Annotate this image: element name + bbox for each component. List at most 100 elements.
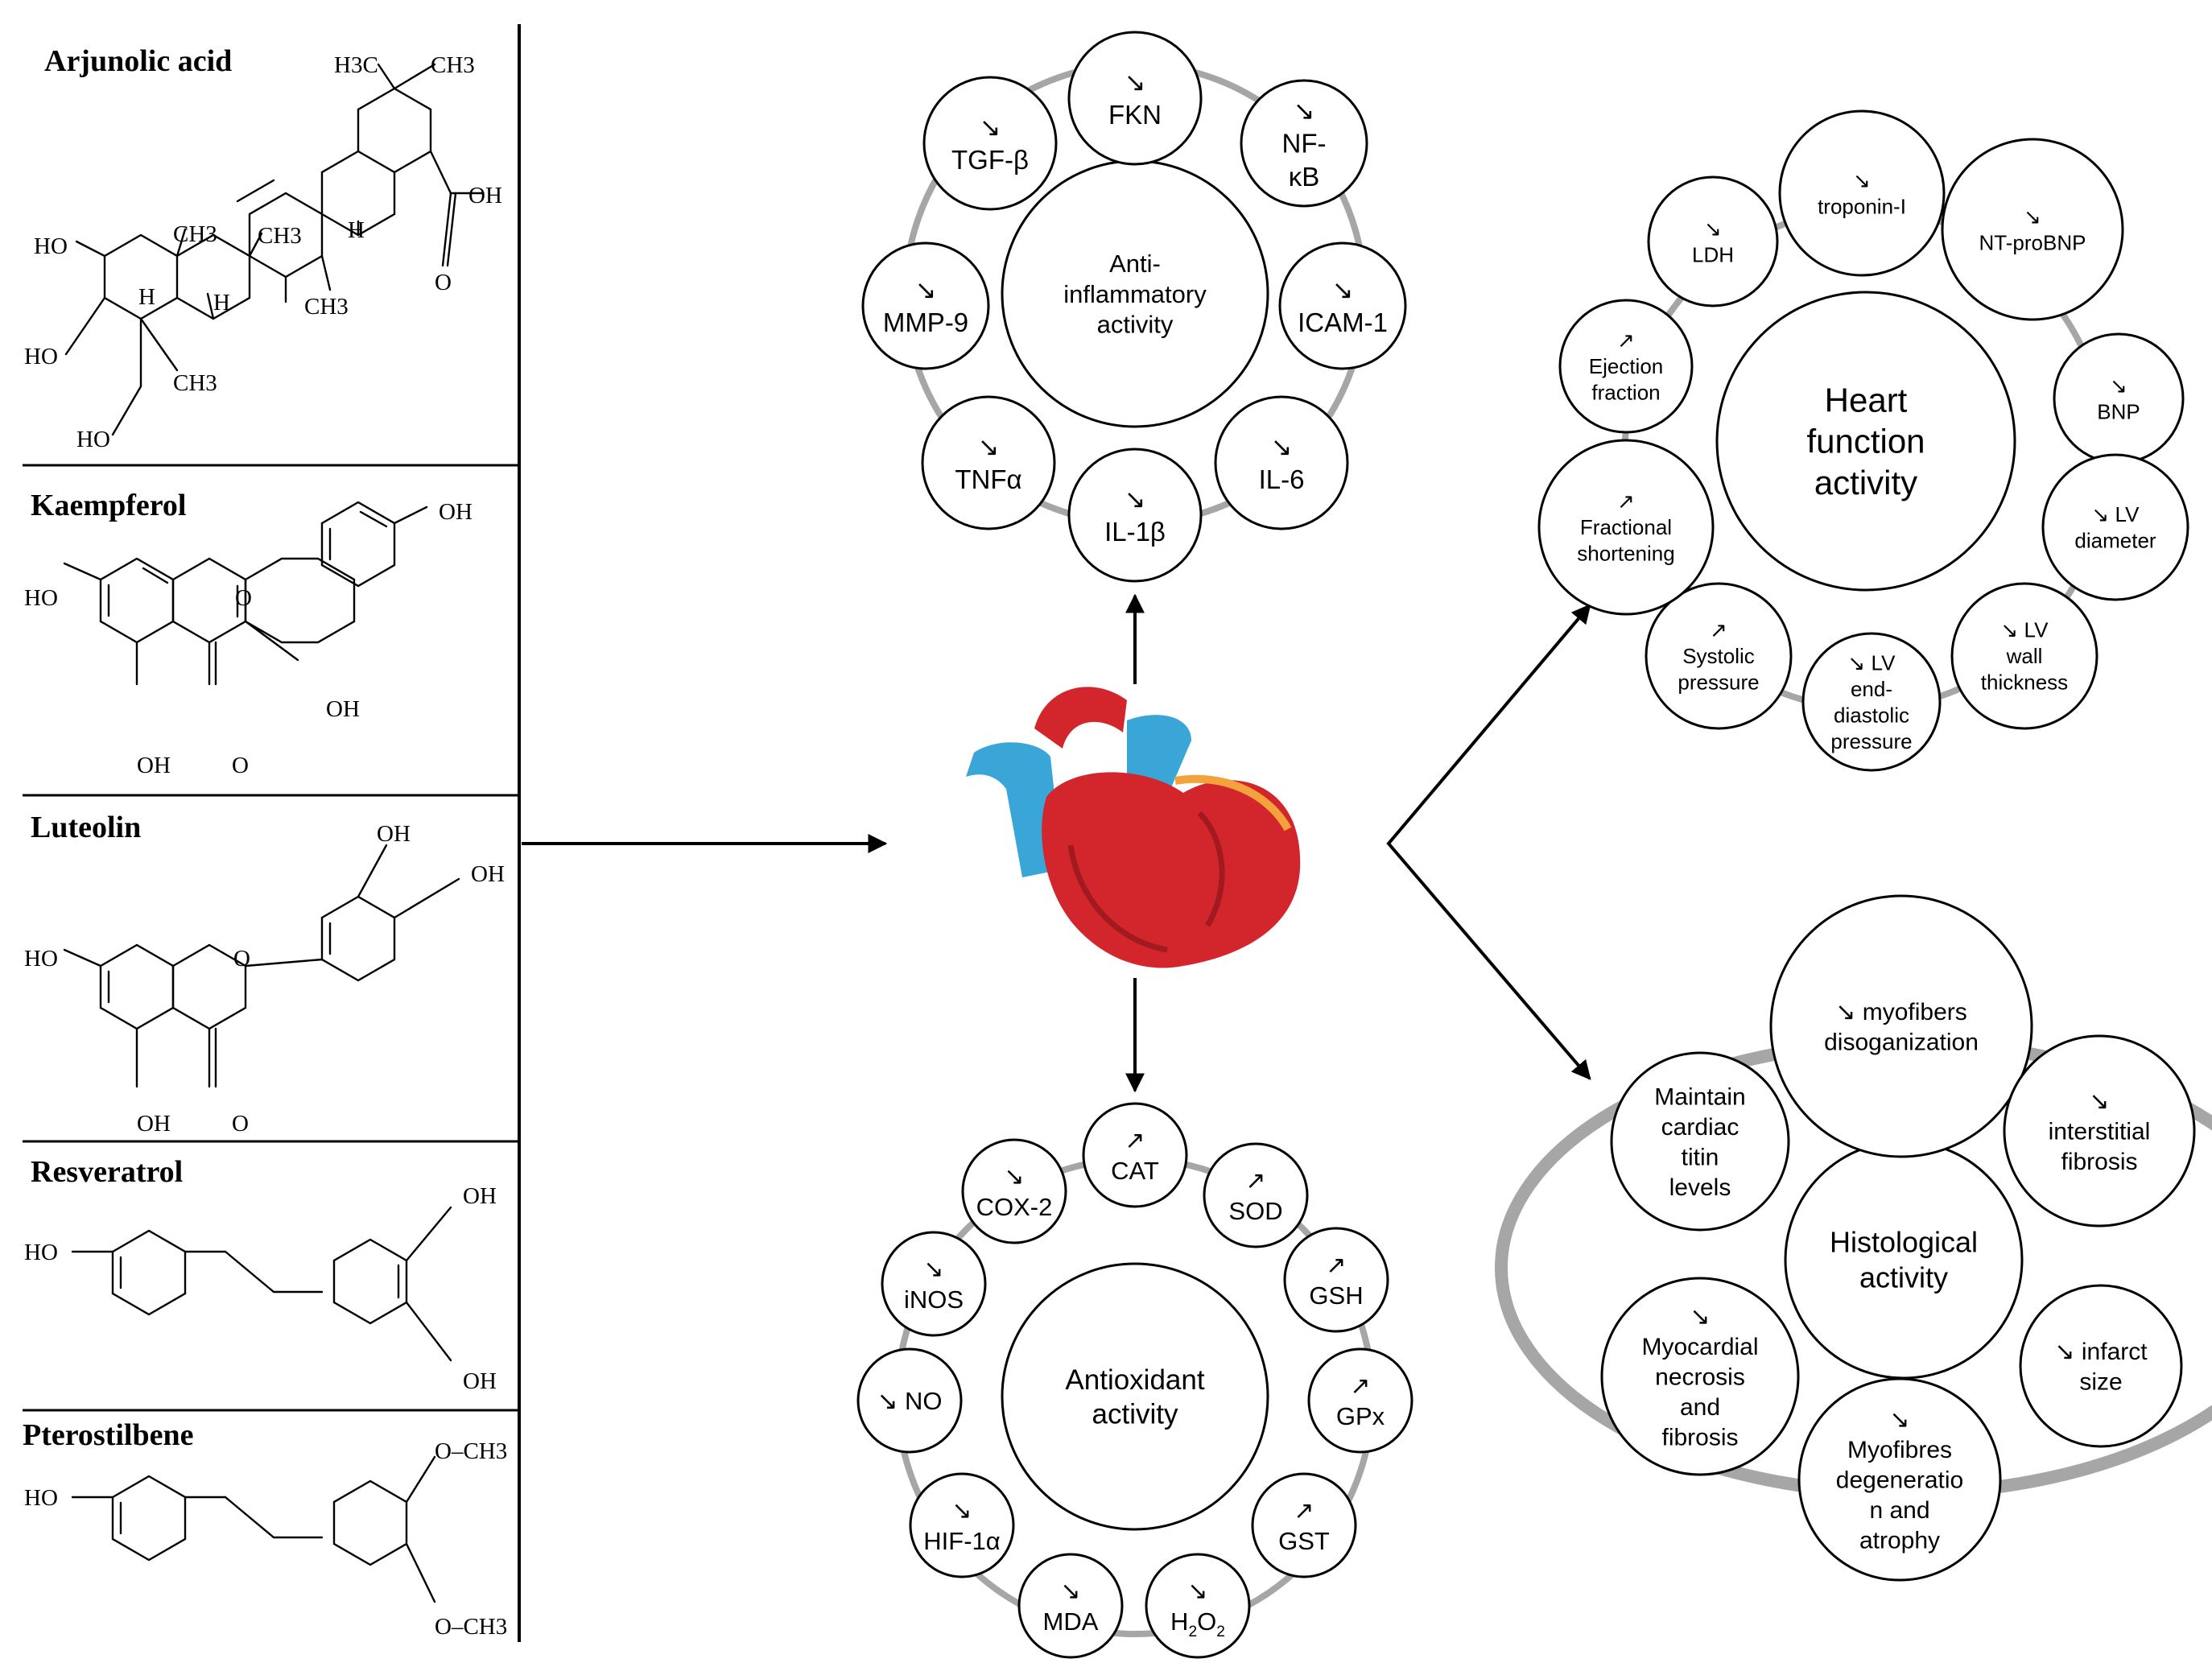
- compound-luteolin: Luteolin OH OH HO O OH O: [24, 811, 505, 1137]
- coronary-vessel: [1174, 774, 1292, 831]
- node-label: BNP: [2097, 399, 2140, 423]
- compound-arjunolic-acid: Arjunolic acid: [24, 44, 502, 452]
- arrow-down-icon: ↘: [2089, 1087, 2109, 1116]
- arrow-down-icon: ↘: [1187, 1577, 1207, 1605]
- node-label: degeneratio: [1836, 1467, 1963, 1494]
- atom-label: CH3: [173, 370, 217, 396]
- node-label: FKN: [1108, 100, 1162, 130]
- node-nt-probnp: ↘NT-proBNP: [1941, 138, 2124, 321]
- node-il-6: ↘IL-6: [1214, 395, 1349, 530]
- node-label: fibrosis: [2061, 1149, 2137, 1175]
- atom-label: O–CH3: [435, 1614, 507, 1640]
- atom-label: CH3: [304, 294, 349, 320]
- node-fkn: ↘FKN: [1067, 31, 1203, 166]
- node-icam-1: ↘ICAM-1: [1278, 241, 1407, 370]
- node-label: H2O2: [1170, 1607, 1225, 1640]
- arrow-up-icon: ↗: [1617, 490, 1635, 514]
- compound-kaempferol: Kaempferol OH HO O OH: [24, 489, 473, 778]
- node-label: diameter: [2074, 528, 2156, 552]
- node-label: GPx: [1336, 1402, 1385, 1430]
- compound-name: Luteolin: [31, 811, 141, 844]
- arrow-branch-right: [1386, 604, 1591, 1080]
- node-circle: [922, 76, 1058, 211]
- arrow-up-icon: ↗: [1710, 619, 1727, 643]
- node-circle: [1610, 1051, 1790, 1232]
- node-cat: ↗CAT: [1082, 1102, 1188, 1208]
- arrow-down-icon: ↘: [1294, 95, 1315, 126]
- arrow-down-icon: ↘: [980, 112, 1001, 142]
- heart-detail: [1067, 844, 1168, 953]
- node-label: levels: [1669, 1174, 1731, 1201]
- node-circle: [856, 1347, 963, 1454]
- node-circle: [1645, 582, 1793, 730]
- atom-label: HO: [76, 427, 110, 452]
- node-no: ↘ NO: [856, 1347, 963, 1454]
- node-label: CAT: [1111, 1157, 1159, 1185]
- node-circle: [1647, 175, 1779, 307]
- atom-label: HO: [24, 946, 58, 972]
- arrow-down-icon: ↘: [1060, 1577, 1080, 1605]
- atom-label: H: [348, 217, 365, 243]
- node-circle: [1203, 1142, 1309, 1248]
- node-label: ICAM-1: [1298, 307, 1388, 337]
- node-circle: [921, 395, 1056, 530]
- node-circle: [1067, 31, 1203, 166]
- arrow-up-icon: ↗: [1617, 329, 1635, 353]
- arrow-up-icon: ↗: [1326, 1251, 1346, 1279]
- atom-label: OH: [471, 861, 505, 887]
- node-label: MMP-9: [883, 307, 968, 337]
- node-label: ↘ infarct: [2054, 1339, 2148, 1365]
- compound-panel: Arjunolic acid: [23, 24, 521, 1642]
- atom-label: OH: [463, 1368, 497, 1394]
- arrow-down-icon: ↘: [1690, 1303, 1710, 1331]
- node-label: ↘ LV: [2001, 618, 2049, 642]
- node-circle: [2003, 1034, 2196, 1228]
- node-inos: ↘iNOS: [881, 1231, 987, 1337]
- arrow-down-icon: ↘: [923, 1255, 943, 1283]
- node-ejection-fraction: ↗Ejection fraction: [1558, 299, 1694, 434]
- arrow-down-icon: ↘: [1004, 1162, 1024, 1190]
- aorta: [1034, 687, 1127, 749]
- atom-label: CH3: [258, 223, 302, 249]
- node-label: diastolic: [1834, 703, 1909, 727]
- arrow-up-icon: ↗: [1294, 1496, 1314, 1525]
- arrow-down-icon: ↘: [1125, 67, 1146, 97]
- node-label: pressure: [1830, 729, 1912, 753]
- node-circle: [1283, 1227, 1389, 1333]
- node-nf-b: ↘NF-κB: [1240, 79, 1368, 208]
- node-label: wall: [2006, 644, 2043, 668]
- node-hif-1: ↘HIF-1α: [909, 1472, 1015, 1578]
- node-label: Ejection: [1589, 354, 1664, 378]
- atom-label: HO: [24, 1485, 58, 1511]
- node-label: atrophy: [1859, 1528, 1940, 1554]
- arrow-down-icon: ↘: [915, 274, 937, 305]
- arrow-down-icon: ↘: [2024, 205, 2041, 229]
- node-h2o2: ↘H2O2: [1145, 1553, 1251, 1659]
- node-label: pressure: [1678, 671, 1759, 695]
- node-label: IL-1β: [1104, 517, 1166, 547]
- cluster-center-circle: [1715, 291, 2016, 592]
- node-gst: ↗GST: [1251, 1472, 1357, 1578]
- node-label: fraction: [1591, 381, 1660, 405]
- node-label: n and: [1869, 1497, 1929, 1524]
- node-circle: [909, 1472, 1015, 1578]
- atom-label: HO: [34, 233, 68, 259]
- atom-label: CH3: [431, 52, 475, 78]
- cluster-center-circle: [1001, 1262, 1269, 1531]
- structure-arjunolic-acid: [64, 63, 485, 436]
- structure-resveratrol: [71, 1206, 452, 1362]
- node-label: TNFα: [955, 464, 1021, 494]
- node-mmp-9: ↘MMP-9: [861, 241, 990, 370]
- node-label: disoganization: [1824, 1029, 1979, 1055]
- arrow-down-icon: ↘: [1332, 274, 1354, 305]
- node-label: interstitial: [2049, 1119, 2151, 1145]
- node-circle: [1278, 241, 1407, 370]
- atom-label: OH: [439, 499, 473, 525]
